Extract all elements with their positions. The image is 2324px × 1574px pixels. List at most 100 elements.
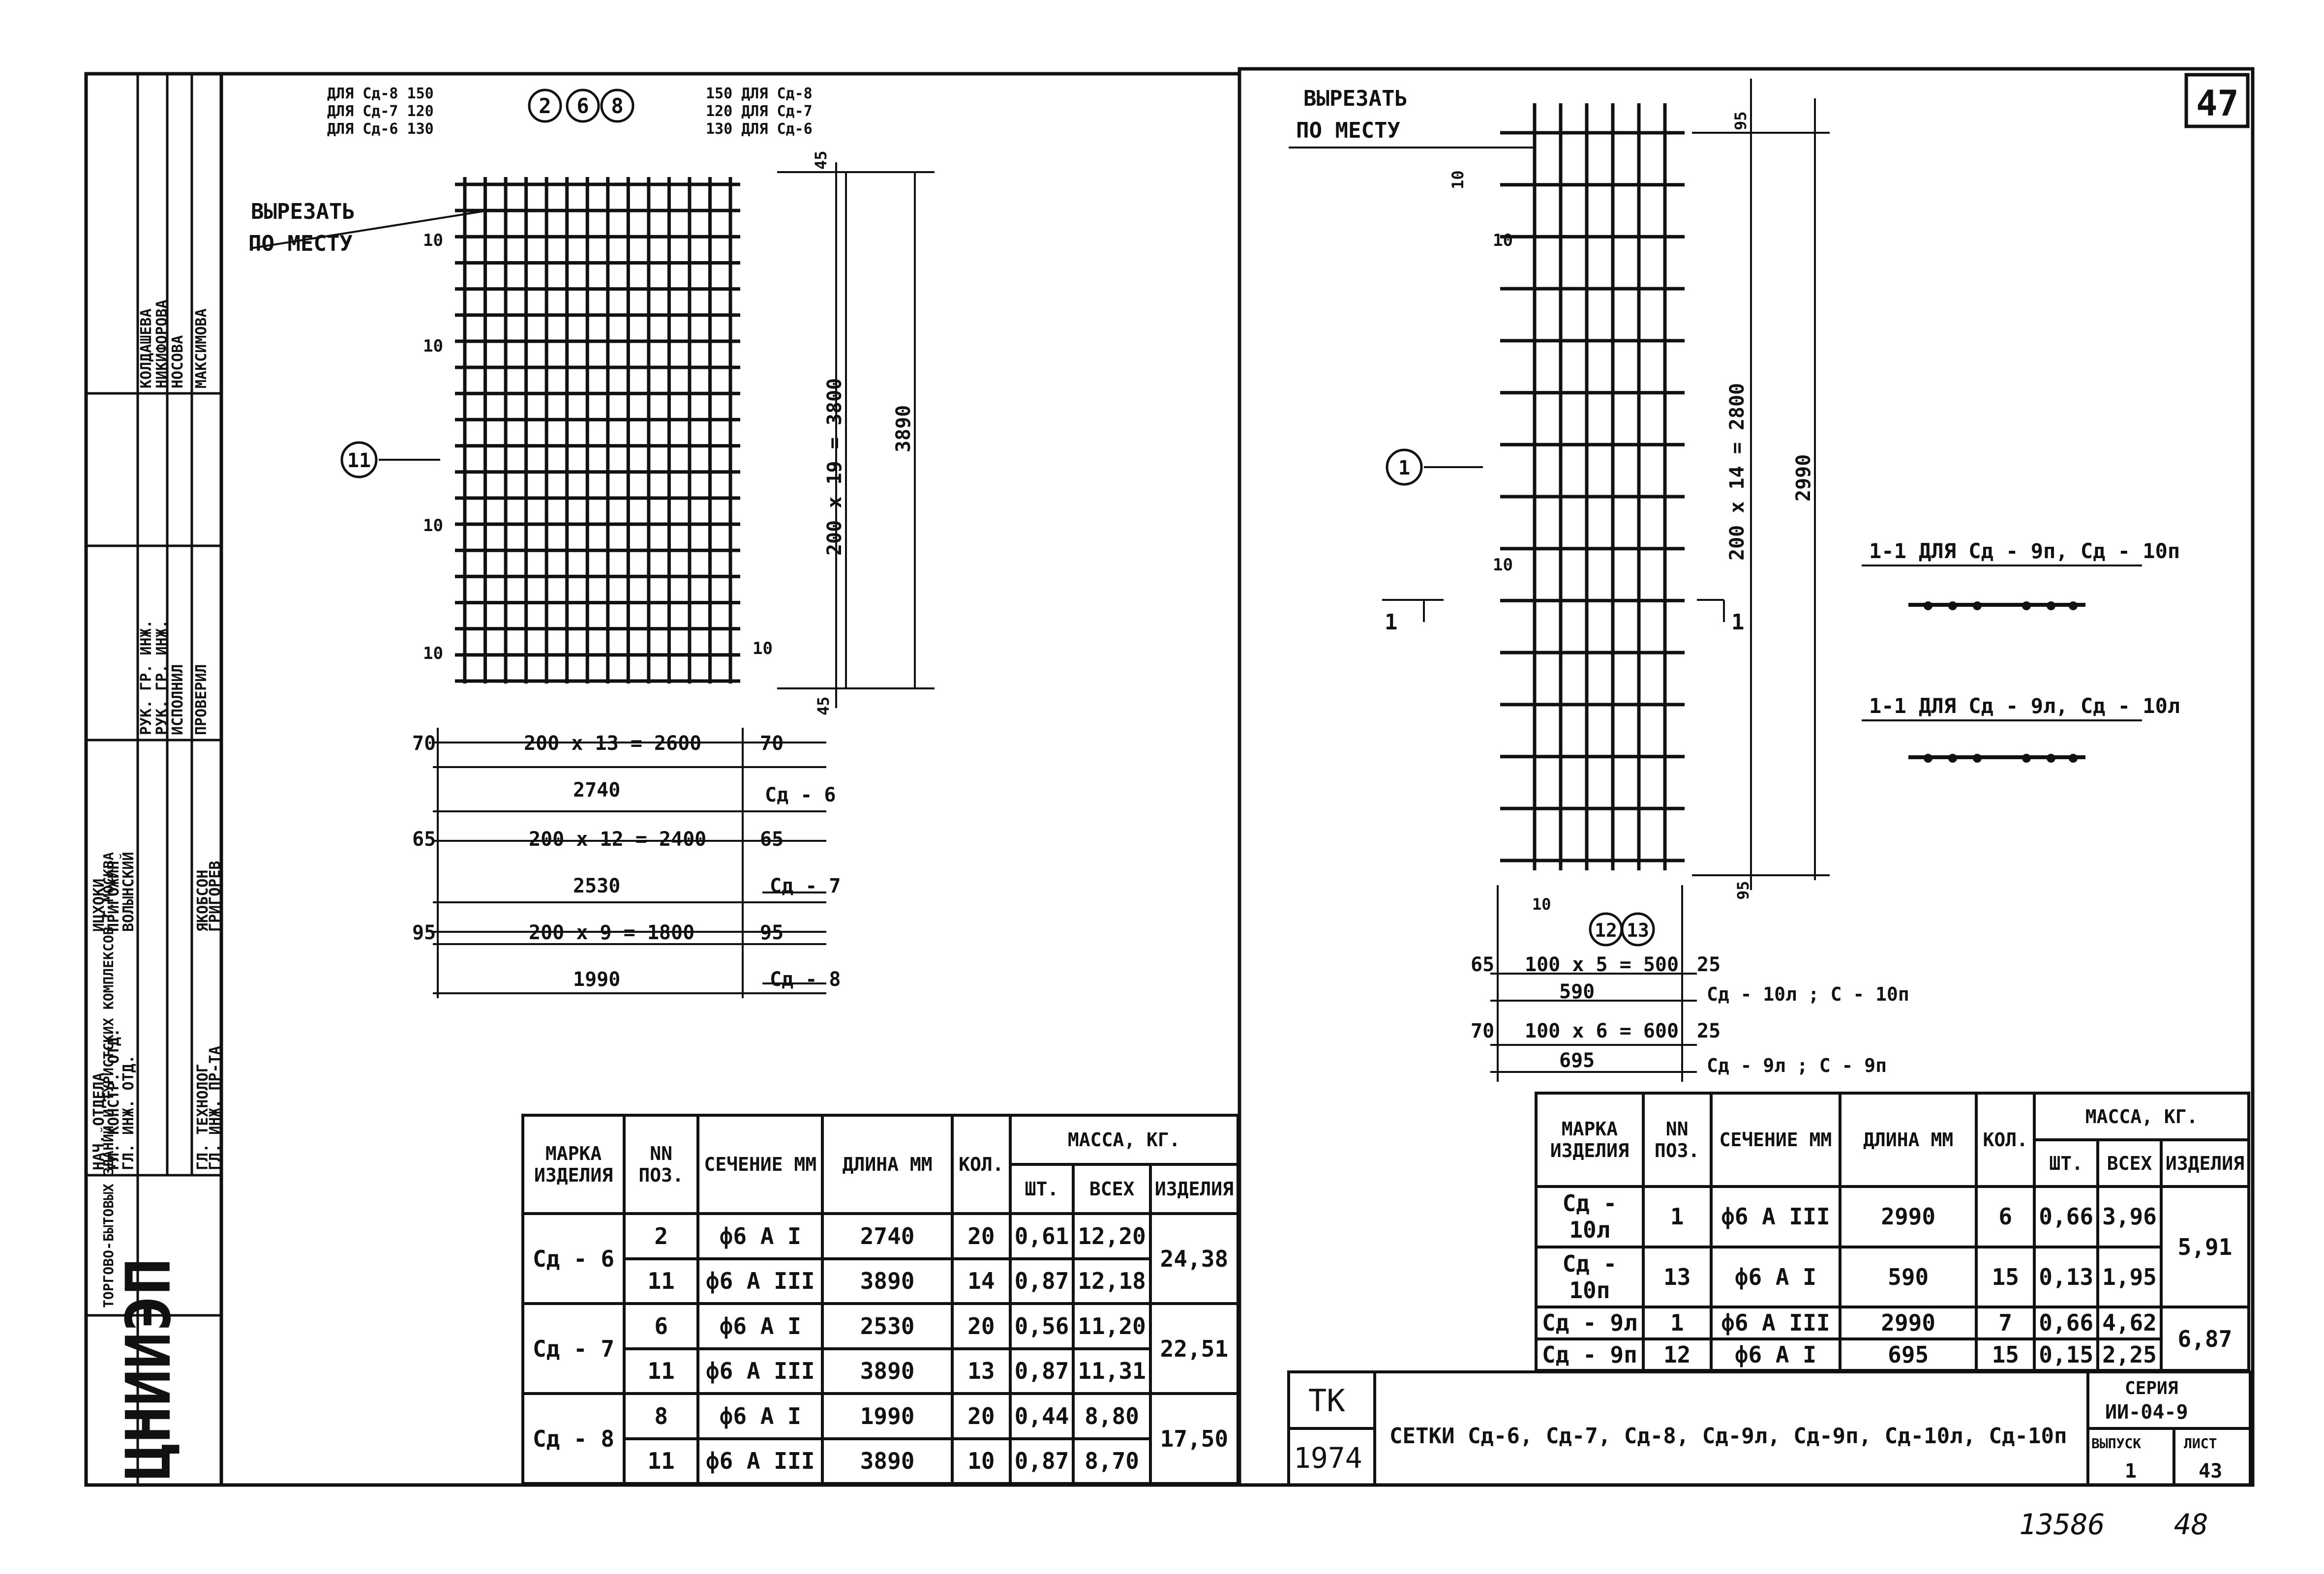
left-top-dim-5: 120 ДЛЯ Сд-7 — [706, 103, 813, 120]
title-sheet-label: ЛИСТ — [2184, 1435, 2217, 1452]
left-top-dim-3: ДЛЯ Сд-6 130 — [327, 120, 434, 138]
left-edge-mark-1: 10 — [423, 231, 443, 250]
cell-pos: 1 — [1641, 1306, 1713, 1340]
stamp-role-7: РУК. ГР. ИНЖ. — [153, 620, 171, 735]
cell-pos: 12 — [1641, 1337, 1713, 1372]
left-callout-2: 2 — [539, 94, 551, 118]
left-dimensions — [250, 162, 935, 998]
left-callout-8: 8 — [611, 94, 623, 118]
cell-total: 24,38 — [1148, 1212, 1240, 1305]
th-section: СЕЧЕНИЕ ММ — [1709, 1092, 1842, 1188]
stamp-logo: ЦНИИЭП — [113, 1258, 184, 1480]
cell-length: 2530 — [821, 1302, 954, 1350]
right-dim-vertical-total: 2990 — [1792, 454, 1815, 502]
th-item: ИЗДЕЛИЯ — [1148, 1163, 1240, 1215]
right-dim-bottom-95: 95 — [1734, 881, 1752, 900]
left-cut-note-1: ВЫРЕЗАТЬ — [251, 199, 355, 224]
cell-section: ф6 А III — [696, 1347, 824, 1395]
cell-section: ф6 А I — [696, 1212, 824, 1260]
cell-all: 4,62 — [2096, 1306, 2163, 1340]
left-row-sd8-label: Сд - 8 — [770, 968, 841, 991]
left-row-sd7-middle: 200 х 12 = 2400 — [529, 828, 706, 851]
left-top-dim-1: ДЛЯ Сд-8 150 — [327, 85, 434, 102]
table-row: Сд - 6 2 ф6 А I 2740 20 0,61 12,20 24,38 — [521, 1212, 1240, 1305]
cell-section: ф6 А III — [1709, 1185, 1842, 1248]
left-row-sd7-left: 65 — [412, 828, 436, 851]
left-row-sd6-total: 2740 — [573, 779, 620, 802]
left-row-sd8-left: 95 — [412, 921, 436, 944]
cell-length: 3890 — [821, 1257, 954, 1305]
right-edge-mark-4: 10 — [1532, 895, 1551, 914]
cell-all: 1,95 — [2096, 1245, 2163, 1309]
right-row-sd9-right: 25 — [1697, 1020, 1720, 1042]
th-all: ВСЕХ — [2096, 1138, 2163, 1188]
spec-table-right: МАРКА ИЗДЕЛИЯ NN ПОЗ. СЕЧЕНИЕ ММ ДЛИНА М… — [1535, 1092, 2251, 1372]
th-pos: NN ПОЗ. — [623, 1114, 700, 1215]
right-mesh — [1500, 103, 1685, 870]
bottom-note-right: 48 — [2174, 1508, 2208, 1541]
cell-pos: 1 — [1641, 1185, 1713, 1248]
table-row: 11 ф6 А III 3890 14 0,87 12,18 — [523, 1257, 1238, 1305]
cell-unit: 0,66 — [2033, 1306, 2100, 1340]
right-row-sd9-left: 70 — [1471, 1020, 1494, 1042]
th-mass: МАССА, КГ. — [1008, 1114, 1240, 1166]
th-all: ВСЕХ — [1072, 1163, 1152, 1215]
left-dim-vertical-pitch: 200 х 19 = 3800 — [823, 378, 846, 556]
table-row: Сд - 10п 13 ф6 А I 590 15 0,13 1,95 — [1535, 1245, 2249, 1309]
right-dim-vertical-pitch: 200 х 14 = 2800 — [1726, 383, 1749, 561]
table-row: 11 ф6 А III 3890 10 0,87 8,70 — [523, 1437, 1238, 1485]
stamp-name-8: НОСОВА — [169, 335, 186, 388]
left-callout-11: 11 — [347, 449, 371, 472]
table-row: Сд - 7 6 ф6 А I 2530 20 0,56 11,20 22,51 — [521, 1302, 1240, 1395]
title-sheet-value: 43 — [2199, 1460, 2222, 1483]
th-length: ДЛИНА ММ — [821, 1114, 954, 1215]
right-row-sd10: 65 100 х 5 = 500 25 590 Сд - 10л ; С - 1… — [1471, 953, 1909, 1005]
cell-section: ф6 А I — [1709, 1245, 1842, 1309]
cell-qty: 20 — [951, 1392, 1012, 1440]
stamp-name-6: КОЛДАШЕВА — [138, 308, 155, 388]
left-row-sd8-right: 95 — [760, 921, 784, 944]
cell-length: 695 — [1839, 1337, 1978, 1372]
cell-section: ф6 А I — [696, 1392, 824, 1440]
right-row-sd9-label: Сд - 9л ; С - 9п — [1707, 1055, 1887, 1076]
title-series-label: СЕРИЯ — [2125, 1378, 2178, 1398]
th-item: ИЗДЕЛИЯ — [2159, 1138, 2251, 1188]
cell-qty: 15 — [1975, 1337, 2036, 1372]
cell-pos: 6 — [623, 1302, 700, 1350]
left-row-sd7-label: Сд - 7 — [770, 875, 841, 897]
cell-pos: 11 — [623, 1257, 700, 1305]
th-length: ДЛИНА ММ — [1839, 1092, 1978, 1188]
left-edge-mark-3: 10 — [423, 516, 443, 535]
left-row-sd6: 70 200 х 13 = 2600 70 2740 Сд - 6 — [412, 732, 836, 806]
right-dim-top-95: 95 — [1731, 111, 1750, 130]
cell-qty: 13 — [951, 1347, 1012, 1395]
cell-all: 11,20 — [1072, 1302, 1152, 1350]
cell-total: 22,51 — [1148, 1302, 1240, 1395]
cell-unit: 0,56 — [1008, 1302, 1075, 1350]
left-row-sd7-total: 2530 — [573, 875, 620, 897]
right-dimensions — [1289, 79, 2142, 1082]
title-main: СЕТКИ Сд-6, Сд-7, Сд-8, Сд-9л, Сд-9п, Сд… — [1389, 1424, 2067, 1449]
stamp-organization: ТОРГОВО-БЫТОВЫХ ЗДАНИЙ И ТУРИСТСКИХ КОМП… — [100, 852, 117, 1308]
cell-length: 2740 — [821, 1212, 954, 1260]
table-row: Сд - 10л 1 ф6 А III 2990 6 0,66 3,96 5,9… — [1535, 1185, 2251, 1309]
right-row-sd9-total: 695 — [1559, 1049, 1595, 1072]
left-top-dim-4: 150 ДЛЯ Сд-8 — [706, 85, 813, 102]
cell-section: ф6 А I — [1709, 1337, 1842, 1372]
right-position-callouts — [1386, 448, 1655, 947]
cell-qty: 6 — [1975, 1185, 2036, 1248]
table-row: Сд - 8 8 ф6 А I 1990 20 0,44 8,80 17,50 — [521, 1392, 1240, 1485]
bottom-note-left: 13586 — [2019, 1508, 2105, 1541]
cell-all: 8,70 — [1072, 1437, 1152, 1485]
cell-mark: Сд - 10п — [1535, 1245, 1645, 1309]
stamp-name-5: ГРИГОРЕВ — [207, 861, 224, 932]
cell-section: ф6 А III — [1709, 1306, 1842, 1340]
cell-length: 3890 — [821, 1437, 954, 1485]
cell-section: ф6 А III — [696, 1437, 824, 1485]
left-dim-top-45: 45 — [812, 150, 830, 170]
cell-all: 11,31 — [1072, 1347, 1152, 1395]
cell-mark: Сд - 8 — [521, 1392, 626, 1485]
cell-unit: 0,44 — [1008, 1392, 1075, 1440]
right-row-sd10-right: 25 — [1697, 953, 1720, 976]
right-section-bars — [1908, 603, 2085, 759]
